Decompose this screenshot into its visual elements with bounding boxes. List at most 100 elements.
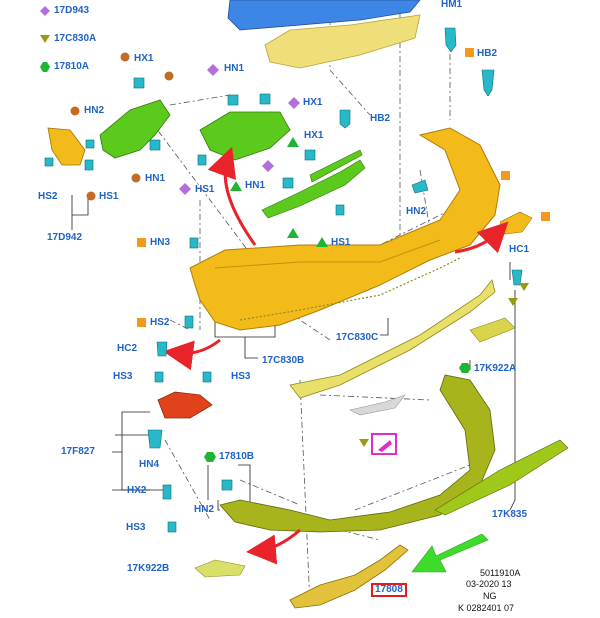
hexagon-icon [459,363,471,373]
diamond-icon [179,183,191,195]
clip-hn3 [189,237,199,249]
clip-hx1-c [304,149,316,161]
clip-hm1 [444,27,457,53]
clip-hx1-a [133,77,145,89]
label-hs3-a: HS3 [113,371,133,382]
circle-icon [164,71,174,81]
circle-icon [131,173,141,183]
legend-label: 17810A [54,61,90,72]
clip-hn4 [147,429,163,449]
arrow-red-1 [207,146,257,246]
diamond-icon [288,97,300,109]
square-icon [465,48,474,57]
label-hx2: HX2 [127,485,147,496]
hexagon-icon [204,452,216,462]
clip-hn2-b [411,179,429,194]
clip-hs3-c [167,521,177,533]
green-strip [261,159,366,219]
label-hb2-mid: HB2 [370,113,391,124]
hexagon-icon [40,62,50,72]
label-17c830c: 17C830C [336,332,379,343]
triangle-down-icon [359,439,369,447]
legend-label: 17D943 [54,5,90,16]
clip-hn1-a [149,139,161,151]
label-hn1-c: HN1 [245,180,266,191]
triangle-up-icon [287,137,299,147]
arrow-red-4 [246,528,301,565]
label-17d942: 17D942 [47,232,83,243]
clip-hs3-b [202,371,212,383]
right-small-bracket [499,211,533,235]
green-strip-small [309,149,363,183]
label-hs3-c: HS3 [126,522,146,533]
rear-diffuser-olive [219,374,496,533]
triangle-down-icon [508,298,518,306]
footer-line1: 5011910A [480,568,521,578]
label-hn2-c: HN2 [194,504,215,515]
footer-line2: 03-2020 13 [466,579,512,589]
label-hn2-a: HN2 [84,105,105,116]
clip-hn1-c [282,177,294,189]
label-hs2-b: HS2 [150,317,170,328]
triangle-up-icon [316,237,328,247]
triangle-down-icon [519,283,529,291]
arrow-red-3 [163,338,221,371]
arrow-red-2 [454,221,509,254]
left-bracket-yellow [47,127,86,166]
circle-icon [86,191,96,201]
label-hm1: HM1 [441,0,463,10]
label-hc2: HC2 [117,343,138,354]
left-bracket-green [99,99,171,159]
center-bracket-green [199,111,291,161]
detail-arrow-icon [378,440,392,452]
clip-hs2-a [44,157,54,167]
triangle-up-icon [287,228,299,238]
clip-group [44,27,523,533]
clip-hb2-top [481,69,495,97]
leader-lines [71,195,516,511]
label-17f827: 17F827 [61,446,95,457]
clip-hs3-a [154,371,164,383]
circle-icon [70,106,80,116]
red-bracket [157,391,213,419]
diamond-icon [262,160,274,172]
legend-item-17c830a: 17C830A [40,34,96,44]
label-hn1-b: HN1 [145,173,166,184]
label-hs2-a: HS2 [38,191,58,202]
bracket-17808 [289,544,409,609]
triangle-down-icon [40,35,50,43]
label-17k922a: 17K922A [474,363,517,374]
clip-hs1-a [84,159,94,171]
label-17810b: 17810B [219,451,255,462]
clip-hc2 [156,341,168,357]
diamond-icon [207,64,219,76]
legend-item-17810a: 17810A [40,62,89,72]
arrow-green [411,533,489,573]
footer-line4: K 0282401 07 [458,603,515,613]
label-hn4: HN4 [139,459,160,470]
label-hn2-b: HN2 [406,206,427,217]
label-hx1-b: HX1 [303,97,323,108]
detail-box [371,433,397,455]
bumper-crease [214,239,441,269]
label-17808: 17808 [371,583,407,597]
grey-bracket [349,394,406,416]
lower-valance-yellow [289,279,496,399]
label-hb2-top: HB2 [477,48,498,59]
strip-17k922a [469,317,516,343]
label-17c830b: 17C830B [262,355,305,366]
clip-hs1-c [335,204,345,216]
square-icon [137,318,146,327]
clip-hx1-b [259,93,271,105]
legend-label: 17C830A [54,33,97,44]
label-hn3: HN3 [150,237,171,248]
clip-hs1-b [197,154,207,166]
label-hn1-a: HN1 [224,63,245,74]
triangle-up-icon [230,181,242,191]
circle-icon [120,52,130,62]
clip-hb2-mid [339,109,351,129]
energy-absorber-yellow [264,14,421,69]
clip-hc1 [511,269,523,286]
clip-hx2 [162,484,172,500]
